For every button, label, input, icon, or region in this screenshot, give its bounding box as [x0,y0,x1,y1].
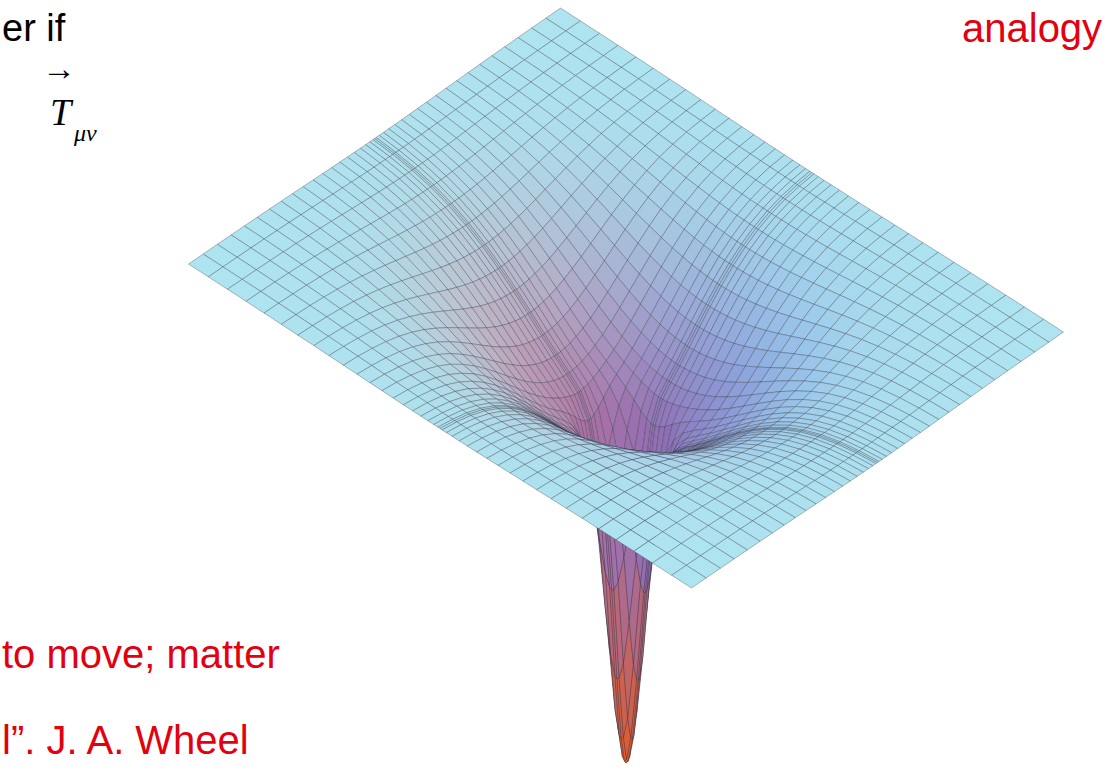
slide-text: → [42,50,76,87]
slide-text: T [50,92,71,134]
slide-text: er if [2,8,65,50]
slide-text: to move; matter [2,632,280,676]
slide-text: l”. J. A. Wheel [2,718,249,762]
slide-text: analogy [962,6,1102,50]
mesh-grid [189,8,1064,763]
slide-text: μν [74,120,97,146]
mesh-cell [672,565,706,588]
